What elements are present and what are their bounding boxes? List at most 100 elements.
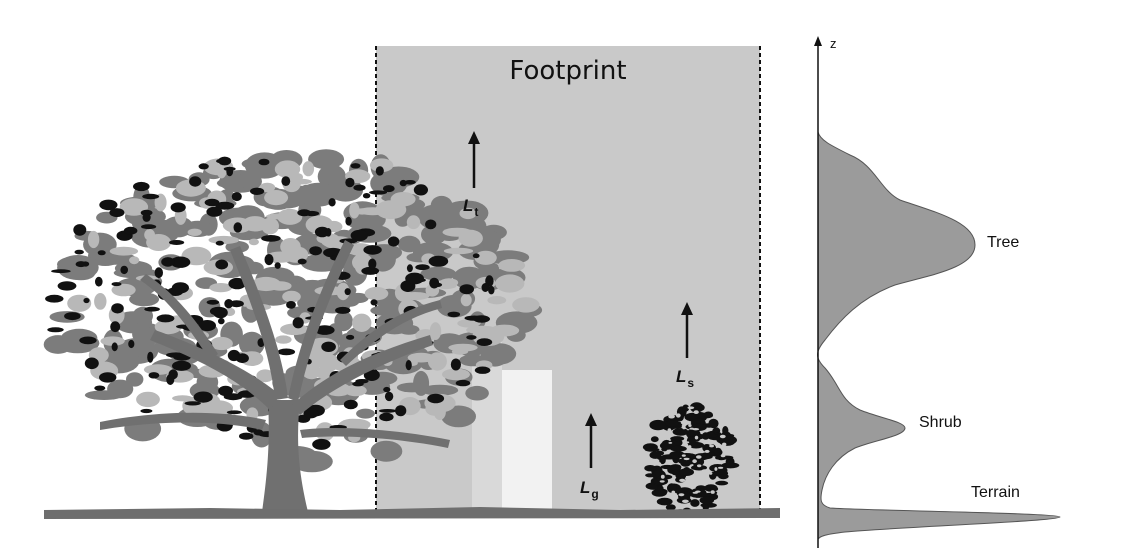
canopy-highlight [369, 158, 394, 173]
shrub-illustration [642, 402, 740, 516]
canopy-shadow [375, 166, 384, 176]
canopy-highlight [67, 294, 92, 312]
shrub-leaf-cluster [649, 451, 662, 459]
shrub-leaf-cluster [678, 458, 696, 465]
canopy-highlight [498, 259, 526, 272]
canopy-shadow [224, 299, 234, 309]
canopy-highlight [512, 297, 540, 313]
shrub-gap [719, 434, 726, 439]
shrub-leaf-cluster [690, 499, 700, 507]
canopy-shadow [209, 306, 228, 316]
profile-label-shrub: Shrub [919, 414, 962, 431]
canopy-leaf-cluster [254, 286, 293, 306]
canopy-shadow [464, 315, 485, 321]
shrub-leaf-cluster [703, 411, 713, 419]
canopy-shadow [250, 187, 265, 195]
canopy-leaf-cluster [465, 385, 489, 401]
shrub-leaf-cluster [672, 428, 689, 436]
flux-arrow-ground [585, 413, 597, 468]
canopy-highlight [136, 391, 160, 408]
shrub-leaf-cluster [675, 488, 689, 493]
canopy-shadow [481, 283, 490, 292]
canopy-highlight [277, 208, 303, 225]
flux-label-tree: Lt [463, 196, 479, 219]
canopy-shadow [47, 327, 64, 333]
canopy-leaf-cluster [370, 170, 408, 197]
canopy-highlight [302, 161, 315, 177]
shrub-gap [697, 481, 704, 485]
shrub-leaf-cluster [667, 483, 677, 493]
shrub-gap [667, 428, 672, 432]
canopy-shadow [370, 299, 378, 306]
canopy-leaf-cluster [298, 182, 338, 207]
shrub-leaf-cluster [682, 404, 690, 412]
canopy-shadow [111, 342, 118, 352]
canopy-shadow [455, 379, 471, 387]
canopy-shadow [472, 253, 480, 259]
canopy-shadow [148, 372, 160, 379]
canopy-shadow [384, 391, 394, 402]
canopy-leaf-cluster [421, 384, 459, 396]
canopy-shadow [309, 246, 322, 256]
canopy-shadow [350, 229, 368, 242]
canopy-shadow [281, 176, 291, 187]
canopy-highlight [442, 227, 473, 237]
canopy-highlight [349, 202, 360, 219]
canopy-shadow [226, 410, 242, 415]
shrub-gap [687, 445, 692, 449]
canopy-shadow [277, 348, 296, 356]
canopy-shadow [261, 235, 281, 242]
canopy-highlight [242, 216, 268, 232]
canopy-shadow [84, 357, 99, 370]
shrub-gap [692, 459, 697, 464]
canopy-shadow [83, 297, 90, 304]
canopy-leaf-cluster [126, 372, 144, 387]
canopy-shadow [328, 198, 336, 207]
canopy-shadow [218, 385, 234, 397]
shrub-gap [682, 426, 686, 430]
canopy-highlight [343, 418, 371, 431]
canopy-highlight [289, 172, 304, 182]
canopy-highlight [256, 369, 275, 383]
canopy-highlight [209, 283, 233, 293]
shrub-gap [720, 454, 726, 458]
canopy-shadow [123, 226, 138, 235]
canopy-shadow [378, 409, 397, 413]
canopy-shadow [170, 202, 186, 213]
shrub-gap [679, 478, 686, 482]
canopy-shadow [363, 369, 380, 381]
canopy-leaf-cluster [43, 335, 73, 354]
canopy-shadow [383, 386, 391, 393]
canopy-shadow [147, 351, 154, 363]
shrub-leaf-cluster [721, 462, 740, 469]
canopy-shadow [335, 306, 351, 314]
shrub-gap [701, 469, 708, 473]
shrub-leaf-cluster [651, 489, 667, 497]
canopy-shadow [64, 312, 81, 321]
shrub-gap [722, 442, 727, 447]
shrub-gap [684, 441, 690, 444]
canopy-shadow [303, 408, 319, 419]
canopy-shadow [363, 245, 382, 255]
shrub-leaf-cluster [702, 452, 715, 456]
shrub-leaf-cluster [665, 504, 676, 511]
canopy-highlight [208, 235, 240, 245]
canopy-highlight [187, 228, 202, 236]
canopy-highlight [316, 366, 334, 380]
canopy-shadow [362, 193, 371, 199]
canopy-shadow [161, 257, 175, 267]
canopy-highlight [407, 352, 435, 363]
canopy-shadow [97, 250, 106, 256]
shrub-leaf-cluster [653, 478, 664, 485]
canopy-leaf-cluster [291, 450, 333, 473]
canopy-shadow [75, 261, 87, 268]
canopy-shadow [204, 198, 220, 207]
canopy-shadow [171, 282, 189, 294]
footprint-label: Footprint [509, 56, 627, 86]
canopy-shadow [314, 226, 330, 238]
canopy-shadow [133, 181, 150, 192]
canopy-shadow [415, 264, 430, 271]
canopy-shadow [405, 360, 412, 371]
shrub-gap [687, 406, 695, 410]
